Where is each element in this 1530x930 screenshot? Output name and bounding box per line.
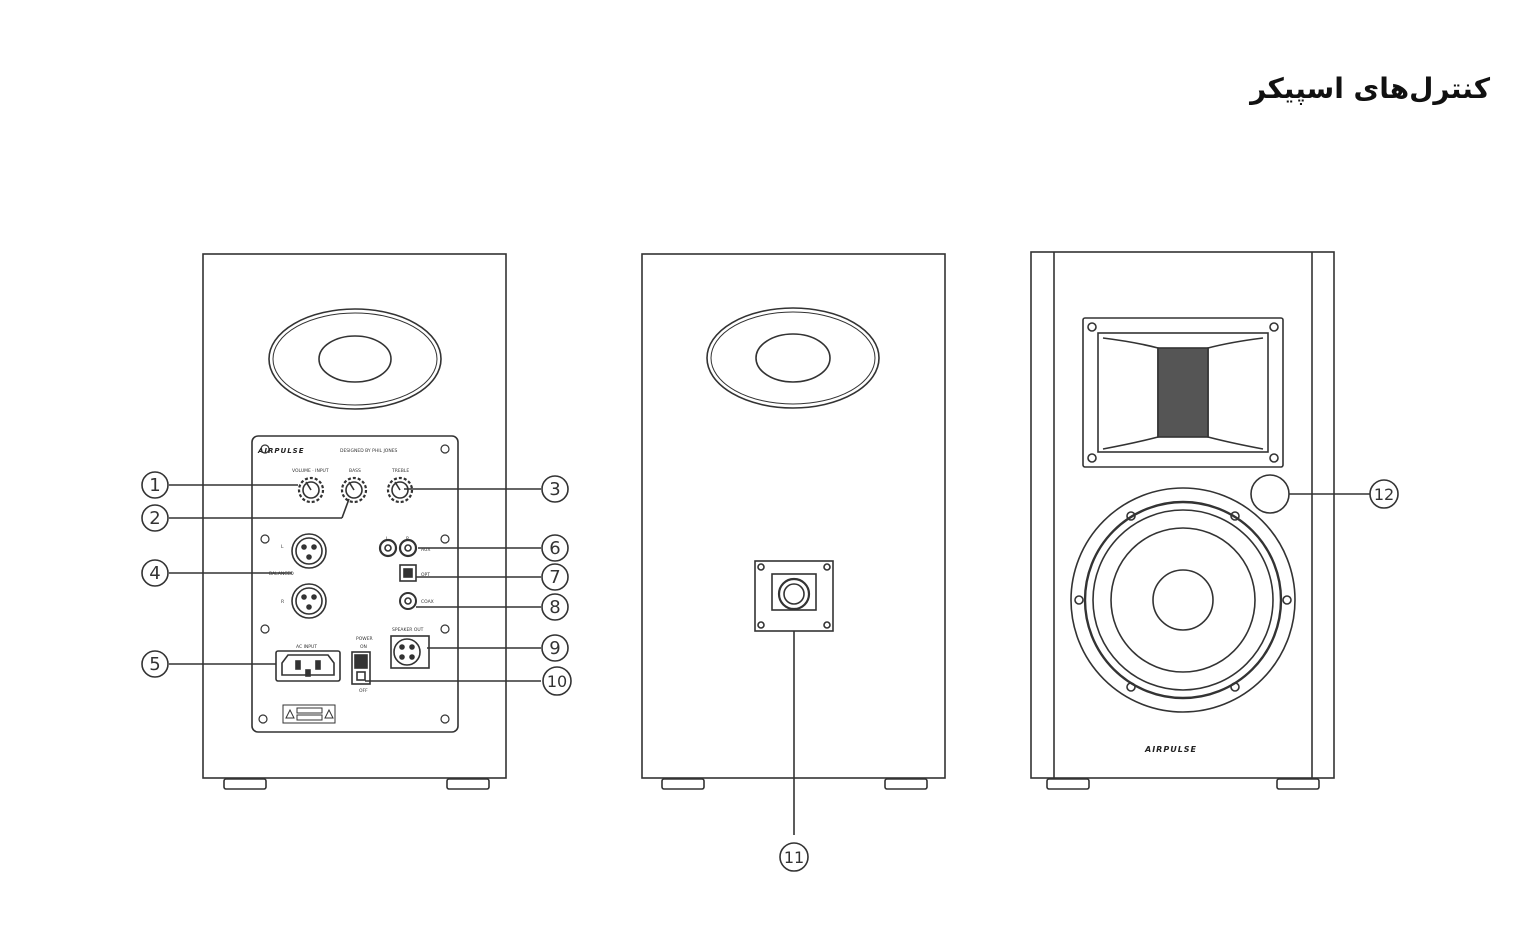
- callout-11: 11: [784, 848, 804, 867]
- bass-port-outer: [268, 308, 442, 410]
- balanced-label: BALANCED: [269, 571, 294, 577]
- callouts-middle: 11: [779, 631, 809, 872]
- cabinet-outline: [1030, 251, 1335, 779]
- bass-knob[interactable]: [340, 476, 368, 504]
- rear-control-panel: [251, 435, 459, 733]
- on-label: ON: [360, 644, 367, 650]
- front-brand-logo: AIRPULSE: [1144, 745, 1197, 754]
- foot-right: [446, 778, 490, 790]
- callout-10: 10: [547, 672, 567, 691]
- foot-left: [661, 778, 705, 790]
- ac-input-label: AC INPUT: [296, 644, 317, 650]
- optical-input[interactable]: [399, 564, 417, 582]
- opt-label: OPT: [421, 572, 430, 578]
- bass-port-inner: [755, 333, 831, 383]
- callout-7: 7: [549, 567, 560, 588]
- xlr-input-left[interactable]: [291, 533, 327, 569]
- treble-label: TREBLE: [391, 468, 409, 474]
- foot-left: [223, 778, 267, 790]
- treble-knob[interactable]: [386, 476, 414, 504]
- callouts-left: 1 2 3 4 5 6 7 8 9 10: [141, 471, 572, 696]
- coax-label: COAX: [421, 599, 434, 605]
- cabinet-outline: [202, 253, 507, 779]
- xlr-l-label: L: [281, 544, 284, 550]
- xlr-input-right[interactable]: [291, 583, 327, 619]
- foot-right: [884, 778, 928, 790]
- coax-input[interactable]: [399, 592, 417, 610]
- callouts-right: 12: [1289, 479, 1399, 509]
- foot-right: [1276, 778, 1320, 790]
- callout-9: 9: [549, 638, 560, 659]
- callout-8: 8: [549, 597, 560, 618]
- ribbon-tweeter: [1082, 317, 1284, 468]
- woofer: [1070, 487, 1296, 713]
- callout-1: 1: [149, 475, 160, 496]
- foot-left: [1046, 778, 1090, 790]
- volume-label: VOLUME · INPUT: [292, 468, 329, 474]
- callout-6: 6: [549, 538, 560, 559]
- bass-port-inner: [318, 335, 392, 383]
- power-switch[interactable]: [351, 651, 371, 685]
- active-speaker-rear: AIRPULSE DESIGNED BY PHIL JONES VOLUME ·…: [202, 253, 507, 790]
- designed-by-label: DESIGNED BY PHIL JONES: [340, 448, 398, 454]
- bass-label: BASS: [349, 468, 361, 474]
- callout-3: 3: [549, 479, 560, 500]
- xlr-r-label: R: [281, 599, 284, 605]
- ir-receiver-window: [1250, 474, 1290, 514]
- panel-brand-logo: AIRPULSE: [257, 447, 305, 455]
- tweeter-mesh: [1157, 347, 1209, 438]
- callout-4: 4: [149, 563, 160, 584]
- warning-label: [282, 704, 336, 724]
- callout-12: 12: [1374, 485, 1394, 504]
- power-label: POWER: [356, 636, 373, 642]
- page-title: کنترل‌های اسپیکر: [1250, 72, 1490, 105]
- speaker-out-label: SPEAKER OUT: [392, 627, 424, 633]
- ac-power-inlet[interactable]: [275, 650, 341, 682]
- rca-aux-input[interactable]: [378, 538, 418, 558]
- volume-knob[interactable]: [297, 476, 325, 504]
- callout-2: 2: [149, 508, 160, 529]
- callout-5: 5: [149, 654, 160, 675]
- bass-port-outer: [706, 307, 880, 409]
- aux-label: AUX: [421, 547, 430, 553]
- speaker-front: AIRPULSE: [1030, 251, 1335, 790]
- speaker-out-connector[interactable]: [390, 635, 430, 669]
- speaker-in-connector[interactable]: [754, 560, 834, 632]
- off-label: OFF: [359, 688, 368, 694]
